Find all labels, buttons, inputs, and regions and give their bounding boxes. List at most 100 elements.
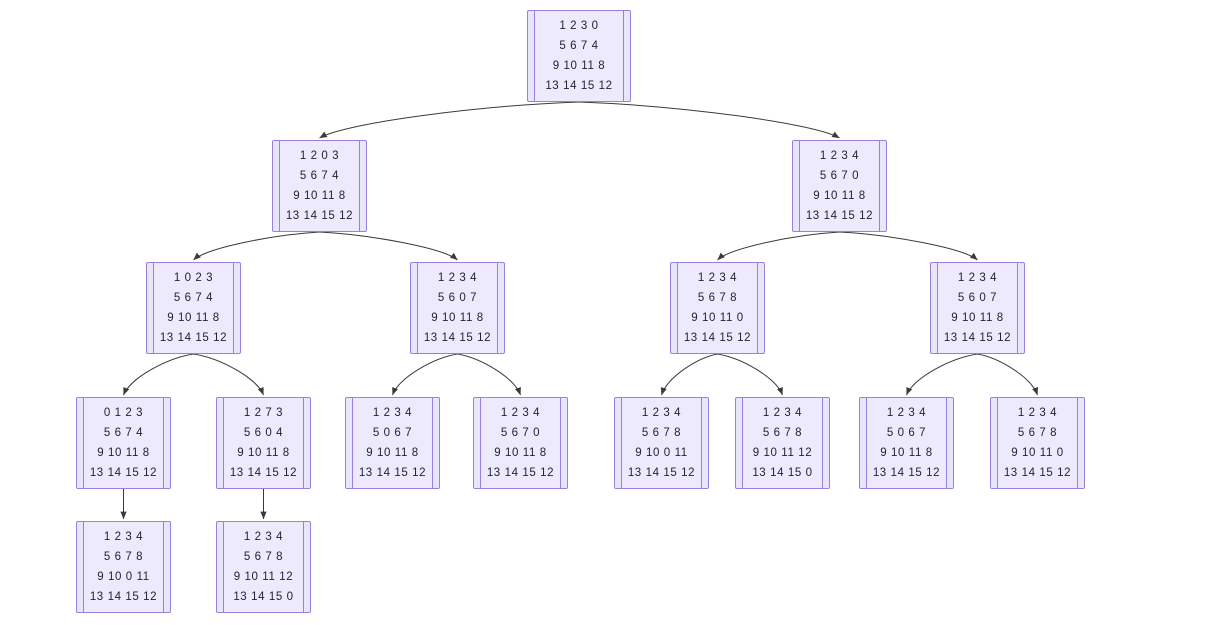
puzzle-grid-row: 5 6 7 4	[559, 40, 599, 52]
puzzle-grid-row: 1 2 3 4	[1017, 407, 1058, 419]
puzzle-grid-row: 9 10 11 0	[691, 312, 744, 324]
puzzle-grid-row: 9 10 0 11	[97, 571, 150, 583]
puzzle-state-grid: 1 2 3 4 5 0 6 7 9 10 11 8 13 14 15 12	[352, 398, 433, 488]
puzzle-grid-row: 5 6 7 4	[103, 427, 144, 439]
puzzle-grid-row: 13 14 15 12	[423, 332, 492, 344]
puzzle-grid-row: 5 6 0 7	[437, 292, 478, 304]
puzzle-grid-row: 9 10 11 8	[97, 447, 150, 459]
puzzle-state-node[interactable]: 1 2 3 4 5 0 6 7 9 10 11 8 13 14 15 12	[345, 397, 440, 489]
puzzle-grid-row: 13 14 15 12	[805, 210, 874, 222]
puzzle-grid-row: 13 14 15 12	[89, 591, 158, 603]
puzzle-grid-row: 5 6 7 4	[299, 170, 340, 182]
puzzle-grid-row: 5 6 7 8	[641, 427, 682, 439]
puzzle-grid-row: 1 0 2 3	[173, 272, 214, 284]
puzzle-state-grid: 1 0 2 3 5 6 7 4 9 10 11 8 13 14 15 12	[153, 263, 234, 353]
puzzle-grid-row: 13 14 15 0	[752, 467, 813, 479]
puzzle-grid-row: 9 10 11 8	[951, 312, 1004, 324]
puzzle-state-grid: 1 2 7 3 5 6 0 4 9 10 11 8 13 14 15 12	[223, 398, 304, 488]
puzzle-grid-row: 5 6 0 4	[243, 427, 284, 439]
puzzle-state-node[interactable]: 1 0 2 3 5 6 7 4 9 10 11 8 13 14 15 12	[146, 262, 241, 354]
puzzle-grid-row: 9 10 11 8	[813, 190, 866, 202]
puzzle-grid-row: 13 14 15 12	[358, 467, 427, 479]
puzzle-state-grid: 1 2 3 4 5 6 7 8 9 10 11 0 13 14 15 12	[997, 398, 1078, 488]
puzzle-grid-row: 1 2 3 4	[641, 407, 682, 419]
puzzle-state-node[interactable]: 1 2 3 4 5 6 0 7 9 10 11 8 13 14 15 12	[930, 262, 1025, 354]
puzzle-grid-row: 1 2 3 4	[437, 272, 478, 284]
puzzle-grid-row: 13 14 15 12	[545, 80, 613, 92]
puzzle-state-grid: 0 1 2 3 5 6 7 4 9 10 11 8 13 14 15 12	[83, 398, 164, 488]
puzzle-state-node[interactable]: 1 2 3 4 5 6 7 8 9 10 11 0 13 14 15 12	[670, 262, 765, 354]
puzzle-grid-row: 1 2 0 3	[299, 150, 340, 162]
puzzle-grid-row: 5 0 6 7	[372, 427, 413, 439]
puzzle-state-grid: 1 2 3 4 5 6 7 8 9 10 11 12 13 14 15 0	[742, 398, 823, 488]
puzzle-state-node[interactable]: 1 2 3 4 5 6 0 7 9 10 11 8 13 14 15 12	[410, 262, 505, 354]
puzzle-grid-row: 1 2 3 4	[819, 150, 860, 162]
puzzle-grid-row: 13 14 15 12	[627, 467, 696, 479]
puzzle-state-node[interactable]: 1 2 3 4 5 6 7 8 9 10 0 11 13 14 15 12	[76, 521, 171, 613]
puzzle-grid-row: 5 0 6 7	[886, 427, 927, 439]
puzzle-state-grid: 1 2 3 4 5 6 7 8 9 10 11 0 13 14 15 12	[677, 263, 758, 353]
puzzle-grid-row: 1 2 7 3	[243, 407, 284, 419]
puzzle-grid-row: 9 10 11 8	[293, 190, 346, 202]
puzzle-state-node[interactable]: 1 2 3 4 5 6 7 8 9 10 11 0 13 14 15 12	[990, 397, 1085, 489]
puzzle-grid-row: 13 14 15 12	[683, 332, 752, 344]
puzzle-grid-row: 9 10 11 8	[366, 447, 419, 459]
puzzle-state-grid: 1 2 0 3 5 6 7 4 9 10 11 8 13 14 15 12	[279, 141, 360, 231]
puzzle-grid-row: 13 14 15 12	[943, 332, 1012, 344]
puzzle-grid-row: 5 6 0 7	[957, 292, 998, 304]
puzzle-grid-row: 13 14 15 12	[159, 332, 228, 344]
puzzle-grid-row: 5 6 7 4	[173, 292, 214, 304]
puzzle-grid-row: 5 6 7 8	[103, 551, 144, 563]
puzzle-grid-row: 5 6 7 0	[819, 170, 860, 182]
puzzle-state-node[interactable]: 1 2 3 4 5 6 7 8 9 10 11 12 13 14 15 0	[735, 397, 830, 489]
puzzle-grid-row: 1 2 3 4	[886, 407, 927, 419]
puzzle-state-grid: 1 2 3 4 5 6 0 7 9 10 11 8 13 14 15 12	[937, 263, 1018, 353]
puzzle-grid-row: 1 2 3 4	[957, 272, 998, 284]
puzzle-grid-row: 9 10 11 8	[552, 60, 606, 72]
puzzle-grid-row: 13 14 15 0	[233, 591, 294, 603]
puzzle-state-node[interactable]: 0 1 2 3 5 6 7 4 9 10 11 8 13 14 15 12	[76, 397, 171, 489]
puzzle-grid-row: 9 10 11 8	[237, 447, 290, 459]
puzzle-state-grid: 1 2 3 4 5 6 7 8 9 10 0 11 13 14 15 12	[83, 522, 164, 612]
puzzle-state-grid: 1 2 3 4 5 6 7 8 9 10 11 12 13 14 15 0	[223, 522, 304, 612]
puzzle-grid-row: 5 6 7 0	[500, 427, 541, 439]
puzzle-state-node[interactable]: 1 2 3 4 5 6 7 0 9 10 11 8 13 14 15 12	[792, 140, 887, 232]
puzzle-grid-row: 1 2 3 4	[103, 531, 144, 543]
puzzle-grid-row: 9 10 11 8	[880, 447, 933, 459]
puzzle-grid-row: 13 14 15 12	[1003, 467, 1072, 479]
puzzle-grid-row: 13 14 15 12	[89, 467, 158, 479]
puzzle-state-grid: 1 2 3 4 5 0 6 7 9 10 11 8 13 14 15 12	[866, 398, 947, 488]
puzzle-grid-row: 5 6 7 8	[762, 427, 803, 439]
puzzle-state-grid: 1 2 3 4 5 6 7 0 9 10 11 8 13 14 15 12	[799, 141, 880, 231]
puzzle-state-node[interactable]: 1 2 3 4 5 0 6 7 9 10 11 8 13 14 15 12	[859, 397, 954, 489]
puzzle-state-node[interactable]: 1 2 3 4 5 6 7 8 9 10 11 12 13 14 15 0	[216, 521, 311, 613]
puzzle-grid-row: 9 10 11 0	[1011, 447, 1064, 459]
puzzle-grid-row: 1 2 3 4	[372, 407, 413, 419]
puzzle-grid-row: 1 2 3 4	[243, 531, 284, 543]
puzzle-grid-row: 1 2 3 4	[500, 407, 541, 419]
puzzle-state-node[interactable]: 1 2 0 3 5 6 7 4 9 10 11 8 13 14 15 12	[272, 140, 367, 232]
puzzle-grid-row: 5 6 7 8	[243, 551, 284, 563]
puzzle-grid-row: 9 10 11 8	[167, 312, 220, 324]
puzzle-grid-row: 9 10 11 12	[233, 571, 294, 583]
puzzle-grid-row: 9 10 11 8	[431, 312, 484, 324]
puzzle-grid-row: 1 2 3 4	[697, 272, 738, 284]
puzzle-grid-row: 13 14 15 12	[486, 467, 555, 479]
puzzle-grid-row: 5 6 7 8	[697, 292, 738, 304]
puzzle-grid-row: 0 1 2 3	[103, 407, 144, 419]
puzzle-grid-row: 13 14 15 12	[285, 210, 354, 222]
puzzle-grid-row: 13 14 15 12	[229, 467, 298, 479]
puzzle-grid-row: 9 10 11 12	[752, 447, 813, 459]
puzzle-grid-row: 5 6 7 8	[1017, 427, 1058, 439]
puzzle-grid-row: 1 2 3 4	[762, 407, 803, 419]
puzzle-grid-row: 13 14 15 12	[872, 467, 941, 479]
puzzle-state-node[interactable]: 1 2 7 3 5 6 0 4 9 10 11 8 13 14 15 12	[216, 397, 311, 489]
